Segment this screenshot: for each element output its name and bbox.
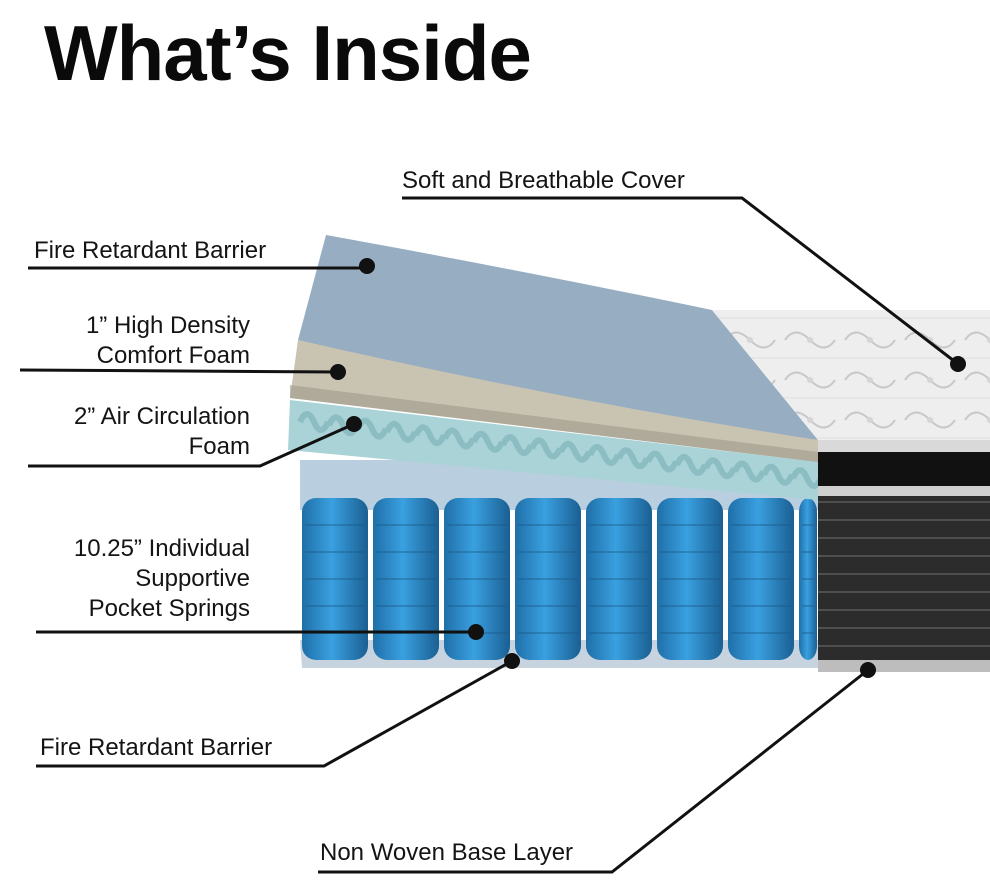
- dot-base: [860, 662, 876, 678]
- label-springs-line2: Supportive: [135, 565, 250, 592]
- air-circulation-foam-layer: [288, 400, 824, 500]
- page-title: What’s Inside: [44, 9, 532, 97]
- leader-fire-bottom: [36, 659, 513, 768]
- label-air-line1: 2” Air Circulation: [73, 403, 250, 430]
- label-cover: Soft and Breathable Cover: [402, 167, 685, 194]
- dot-fire-bottom: [504, 653, 520, 669]
- leader-air: [28, 422, 355, 468]
- leader-base: [318, 668, 869, 874]
- pocket-springs-layer: [300, 460, 820, 660]
- label-fire-top: Fire Retardant Barrier: [34, 237, 267, 264]
- mattress-body: [712, 310, 990, 672]
- dot-fire-top: [359, 258, 375, 274]
- dot-comfort: [330, 364, 346, 380]
- label-comfort-line1: 1” High Density: [85, 312, 250, 339]
- leader-cover: [402, 196, 959, 366]
- dot-cover: [950, 356, 966, 372]
- leader-comfort: [19, 368, 339, 374]
- callout-dots: [330, 258, 966, 678]
- label-springs-line3: Pocket Springs: [88, 595, 250, 622]
- dot-springs: [468, 624, 484, 640]
- comfort-foam-layer: [290, 340, 818, 462]
- label-air-line2: Foam: [188, 433, 250, 460]
- label-base: Non Woven Base Layer: [320, 839, 574, 866]
- leader-lines: [19, 196, 959, 874]
- label-fire-bottom: Fire Retardant Barrier: [40, 734, 273, 761]
- label-springs-line1: 10.25” Individual: [73, 535, 250, 562]
- label-comfort-line2: Comfort Foam: [96, 342, 250, 369]
- dot-air: [346, 416, 362, 432]
- top-barrier-layer: [298, 235, 818, 440]
